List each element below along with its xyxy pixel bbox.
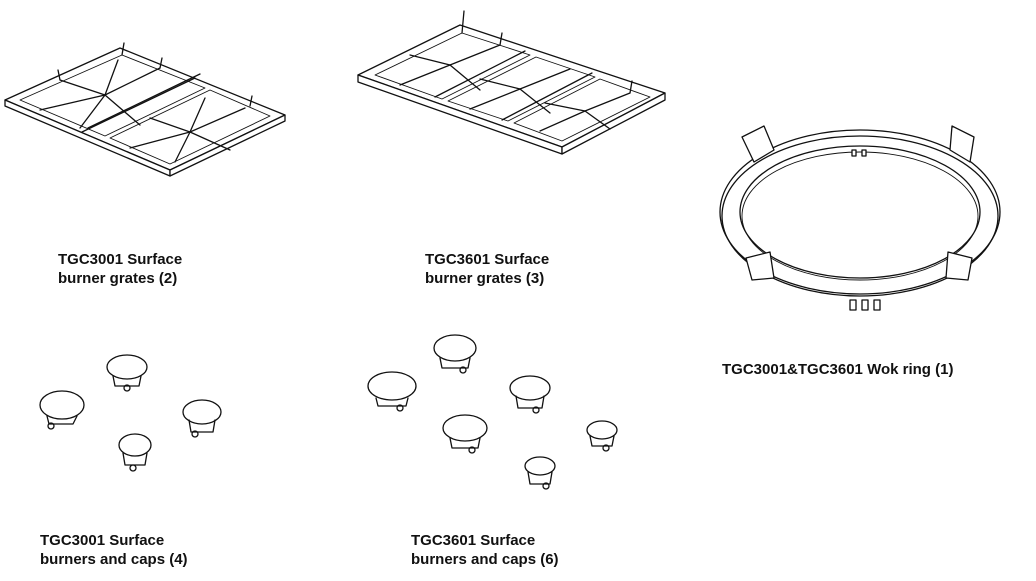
- grates-3601-caption-line2: burner grates (3): [425, 270, 545, 287]
- burners-3601-caption-line1: TGC3601 Surface: [411, 532, 536, 549]
- grates-3601-caption-line1: TGC3601 Surface: [425, 251, 550, 268]
- burner-cap: [442, 414, 488, 454]
- burners-3601-caption-line2: burners and caps (6): [411, 551, 559, 568]
- burners-3601-caption: TGC3601 Surface burners and caps (6): [411, 531, 559, 569]
- burners-3601-illustration: [360, 328, 630, 498]
- burner-cap: [524, 456, 556, 490]
- burners-3001-caption: TGC3001 Surface burners and caps (4): [40, 531, 188, 569]
- wok-ring-caption: TGC3001&TGC3601 Wok ring (1): [722, 360, 953, 379]
- burner-cap: [106, 354, 148, 392]
- burner-cap: [433, 334, 477, 374]
- burners-3001-caption-line1: TGC3001 Surface: [40, 532, 165, 549]
- burner-cap-icon: [367, 334, 618, 490]
- grate-icon: [357, 10, 666, 155]
- wok-ring-caption-line1: TGC3001&TGC3601 Wok ring (1): [722, 361, 954, 378]
- burner-cap: [118, 433, 152, 472]
- burners-3001-illustration: [35, 350, 235, 490]
- wok-ring-illustration: [712, 112, 1012, 322]
- burner-cap-icon: [39, 354, 222, 472]
- grates-3001-caption: TGC3001 Surface burner grates (2): [58, 250, 182, 288]
- burner-cap: [586, 420, 618, 452]
- grates-3001-illustration: [0, 40, 290, 220]
- grates-3001-caption-line1: TGC3001 Surface: [58, 251, 183, 268]
- grate-icon: [4, 42, 286, 177]
- wok-ring-icon: [719, 125, 1001, 311]
- grates-3601-caption: TGC3601 Surface burner grates (3): [425, 250, 549, 288]
- burners-3001-caption-line2: burners and caps (4): [40, 551, 188, 568]
- grates-3001-caption-line2: burner grates (2): [58, 270, 178, 287]
- burner-cap: [39, 390, 85, 430]
- burner-cap: [509, 375, 551, 414]
- grates-3601-illustration: [350, 5, 670, 195]
- burner-cap: [367, 371, 417, 412]
- burner-cap: [182, 399, 222, 438]
